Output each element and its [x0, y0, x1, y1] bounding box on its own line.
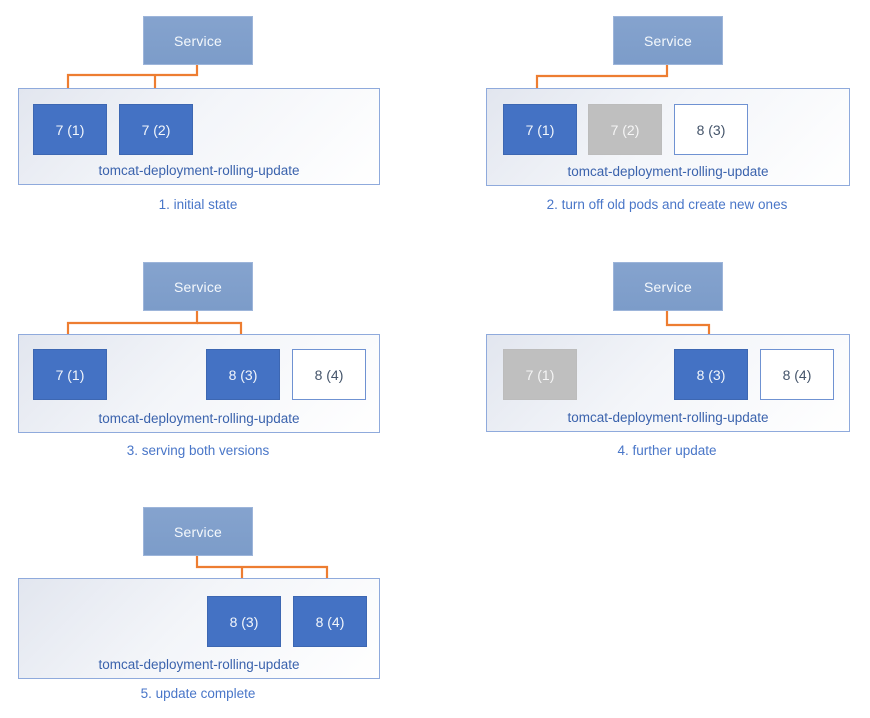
- pod-8-3: 8 (3): [674, 349, 748, 400]
- panel-caption: 3. serving both versions: [126, 443, 270, 458]
- pod-label: 8 (3): [228, 366, 258, 383]
- deployment-box: 7 (1) 7 (2) tomcat-deployment-rolling-up…: [18, 88, 380, 185]
- service-box: Service: [143, 262, 253, 311]
- panel-caption: 2. turn off old pods and create new ones: [546, 197, 788, 212]
- pod-8-3: 8 (3): [206, 349, 280, 400]
- pod-8-3: 8 (3): [207, 596, 281, 647]
- deployment-box: 8 (3) 8 (4) tomcat-deployment-rolling-up…: [18, 578, 380, 679]
- service-label: Service: [173, 278, 223, 295]
- panel-further-update: Service 7 (1) 8 (3) 8 (4) tomcat-deploym…: [435, 240, 870, 478]
- service-box: Service: [143, 507, 253, 556]
- panel-serving-both-versions: Service 7 (1) 8 (3) 8 (4) tomcat-deploym…: [0, 240, 435, 478]
- panel-caption: 1. initial state: [158, 197, 238, 212]
- pod-label: 7 (2): [141, 121, 171, 138]
- pod-7-1: 7 (1): [33, 349, 107, 400]
- pod-label: 7 (1): [525, 366, 555, 383]
- pod-7-1: 7 (1): [503, 104, 577, 155]
- pod-label: 8 (3): [696, 121, 726, 138]
- deployment-label: tomcat-deployment-rolling-update: [98, 411, 300, 426]
- pod-7-1: 7 (1): [503, 349, 577, 400]
- service-label: Service: [643, 278, 693, 295]
- service-box: Service: [143, 16, 253, 65]
- panel-caption: 5. update complete: [140, 686, 256, 701]
- panel-update-complete: Service 8 (3) 8 (4) tomcat-deployment-ro…: [0, 480, 435, 718]
- deployment-label: tomcat-deployment-rolling-update: [567, 164, 769, 179]
- service-label: Service: [173, 32, 223, 49]
- panel-turn-off-old-pods: Service 7 (1) 7 (2) 8 (3) tomcat-deploym…: [435, 0, 870, 238]
- pod-8-3: 8 (3): [674, 104, 748, 155]
- panel-initial-state: Service 7 (1) 7 (2) tomcat-deployment-ro…: [0, 0, 435, 238]
- pod-8-4: 8 (4): [292, 349, 366, 400]
- pod-label: 7 (1): [525, 121, 555, 138]
- service-label: Service: [643, 32, 693, 49]
- deployment-box: 7 (1) 7 (2) 8 (3) tomcat-deployment-roll…: [486, 88, 850, 186]
- deployment-label: tomcat-deployment-rolling-update: [98, 163, 300, 178]
- pod-label: 8 (3): [696, 366, 726, 383]
- pod-8-4: 8 (4): [760, 349, 834, 400]
- pod-label: 8 (4): [782, 366, 812, 383]
- pod-7-2: 7 (2): [588, 104, 662, 155]
- pod-7-1: 7 (1): [33, 104, 107, 155]
- service-label: Service: [173, 523, 223, 540]
- deployment-box: 7 (1) 8 (3) 8 (4) tomcat-deployment-roll…: [486, 334, 850, 432]
- deployment-label: tomcat-deployment-rolling-update: [98, 657, 300, 672]
- deployment-box: 7 (1) 8 (3) 8 (4) tomcat-deployment-roll…: [18, 334, 380, 433]
- pod-label: 7 (1): [55, 366, 85, 383]
- pod-label: 7 (2): [610, 121, 640, 138]
- pod-label: 8 (4): [315, 613, 345, 630]
- pod-7-2: 7 (2): [119, 104, 193, 155]
- service-box: Service: [613, 16, 723, 65]
- service-box: Service: [613, 262, 723, 311]
- pod-label: 8 (3): [229, 613, 259, 630]
- pod-label: 7 (1): [55, 121, 85, 138]
- pod-8-4: 8 (4): [293, 596, 367, 647]
- panel-caption: 4. further update: [617, 443, 717, 458]
- pod-label: 8 (4): [314, 366, 344, 383]
- deployment-label: tomcat-deployment-rolling-update: [567, 410, 769, 425]
